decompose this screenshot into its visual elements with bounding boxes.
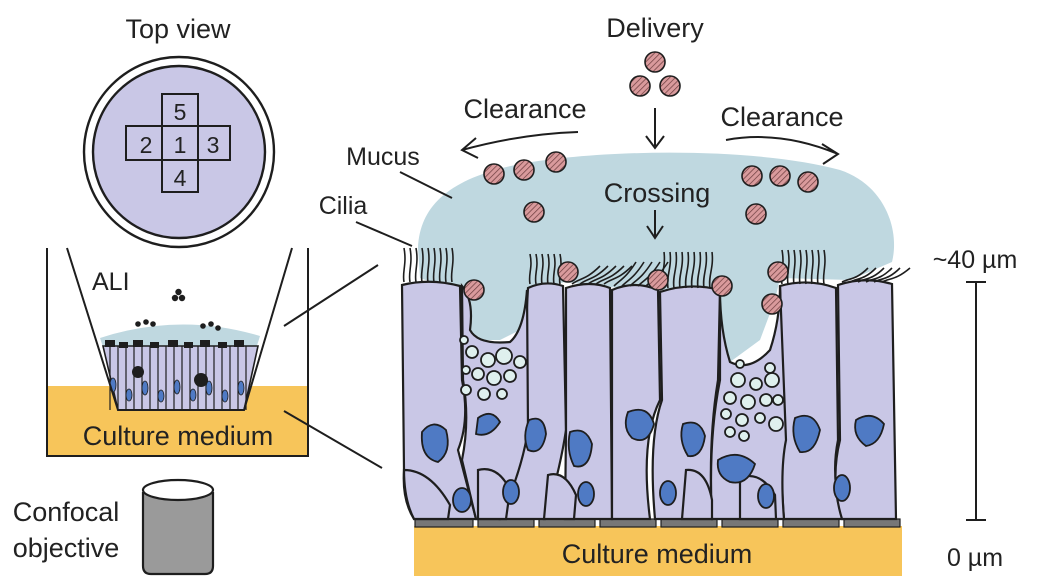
objective-lens: [141, 478, 215, 502]
transwell-insert: ALI Culture medium: [46, 247, 309, 457]
bottom-medium: [414, 526, 902, 576]
confocal-objective: Confocal objective: [13, 478, 215, 576]
crossing-label: Crossing: [604, 178, 711, 208]
cell-nuclei: [420, 408, 885, 513]
clearance-left-label: Clearance: [463, 94, 586, 124]
top-view-grid: [125, 93, 231, 193]
top-view-position-3: 3: [207, 132, 220, 158]
delivery-label: Delivery: [606, 13, 704, 43]
objective-body: [141, 492, 215, 576]
insert-particles: [135, 288, 221, 331]
particles: [463, 51, 819, 315]
confocal-label-line2: objective: [13, 533, 120, 563]
zoom-lines: [283, 264, 383, 469]
top-view-position-1: 1: [174, 132, 187, 158]
top-view-position-5: 5: [174, 99, 187, 125]
main-tissue: Culture medium: [355, 51, 911, 576]
cilia-leader: [355, 221, 413, 247]
delivery-arrow: [645, 108, 665, 150]
height-scale-bar: ~40 µm 0 µm: [933, 246, 1018, 572]
crossing-arrow: [646, 210, 664, 240]
transport-arrows: [460, 108, 840, 240]
goblet-vesicles: [459, 335, 784, 442]
clearance-right-label: Clearance: [720, 102, 843, 132]
top-view-position-4: 4: [174, 165, 187, 191]
insert-cell-layer: [101, 340, 259, 411]
top-view-position-2: 2: [140, 132, 153, 158]
clearance-right-arrow: [725, 136, 840, 165]
confocal-label-line1: Confocal: [13, 497, 120, 527]
insert-walls: [46, 247, 309, 457]
scale-top-label: ~40 µm: [933, 246, 1018, 274]
top-view-title: Top view: [125, 14, 231, 44]
membrane-strip: [414, 518, 901, 528]
scale-bottom-label: 0 µm: [947, 544, 1003, 572]
top-view-membrane: [91, 64, 267, 240]
mucus-label: Mucus: [346, 143, 420, 171]
culture-medium-bottom-label: Culture medium: [562, 539, 753, 569]
ali-label: ALI: [92, 268, 130, 296]
culture-medium-left-label: Culture medium: [83, 421, 274, 451]
top-view-panel: Top view 5 2 1 3 4: [82, 14, 276, 249]
mucus-leader: [399, 171, 453, 199]
clearance-left-arrow: [460, 131, 579, 159]
cilia-label: Cilia: [319, 192, 368, 220]
